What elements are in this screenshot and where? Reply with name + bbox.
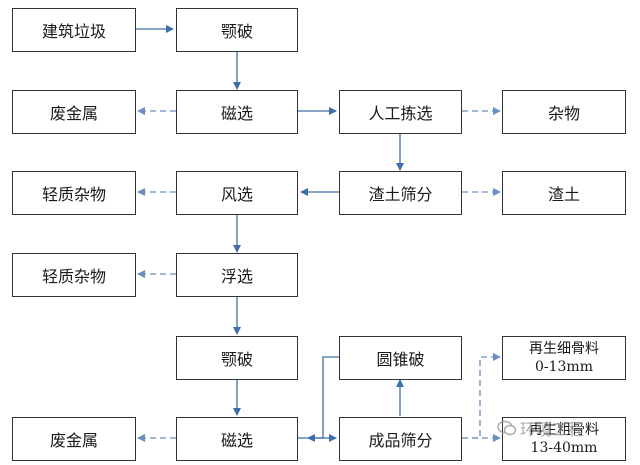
box-scrap-metal-2: 废金属 — [12, 417, 136, 461]
box-product-screening: 成品筛分 — [339, 417, 462, 461]
box-magnetic-separation-2: 磁选 — [176, 417, 298, 461]
box-cone-crusher: 圆锥破 — [339, 336, 462, 380]
box-coarse-aggregate: 再生粗骨料 13-40mm — [502, 417, 626, 461]
box-label: 废金属 — [49, 104, 98, 123]
box-label: 磁选 — [220, 104, 253, 123]
box-label: 渣土 — [547, 185, 580, 204]
box-label: 颚破 — [220, 22, 253, 41]
box-label: 杂物 — [547, 104, 580, 123]
box-label: 轻质杂物 — [41, 185, 106, 204]
box-scrap-metal-1: 废金属 — [12, 90, 136, 134]
box-air-separation: 风选 — [176, 171, 298, 215]
box-label: 轻质杂物 — [41, 267, 106, 286]
box-label: 渣土筛分 — [368, 185, 433, 204]
box-manual-sorting: 人工拣选 — [339, 90, 462, 134]
box-sublabel: 0-13mm — [534, 359, 593, 375]
box-label: 人工拣选 — [368, 104, 433, 123]
box-label: 再生粗骨料 — [529, 422, 599, 438]
box-label: 废金属 — [49, 431, 98, 450]
box-sublabel: 13-40mm — [530, 440, 598, 456]
box-label: 风选 — [220, 185, 253, 204]
box-label: 颚破 — [220, 350, 253, 369]
box-soil-screening: 渣土筛分 — [339, 171, 462, 215]
box-flotation: 浮选 — [176, 253, 298, 297]
box-jaw-crusher-1: 颚破 — [176, 8, 298, 52]
box-fine-aggregate: 再生细骨料 0-13mm — [502, 336, 626, 380]
box-label: 成品筛分 — [368, 431, 433, 450]
box-light-impurities-1: 轻质杂物 — [12, 171, 136, 215]
box-label: 建筑垃圾 — [41, 22, 106, 41]
arrow-cone-to-mag2 — [307, 356, 339, 442]
box-jaw-crusher-2: 颚破 — [176, 336, 298, 380]
box-label: 再生细骨料 — [529, 341, 599, 357]
arrow-product-to-fine — [462, 353, 501, 439]
box-magnetic-separation-1: 磁选 — [176, 90, 298, 134]
box-light-impurities-2: 轻质杂物 — [12, 253, 136, 297]
box-label: 圆锥破 — [376, 350, 425, 369]
box-soil: 渣土 — [502, 171, 626, 215]
box-construction-waste: 建筑垃圾 — [12, 8, 136, 52]
box-sundries: 杂物 — [502, 90, 626, 134]
box-label: 磁选 — [220, 431, 253, 450]
box-label: 浮选 — [220, 267, 253, 286]
